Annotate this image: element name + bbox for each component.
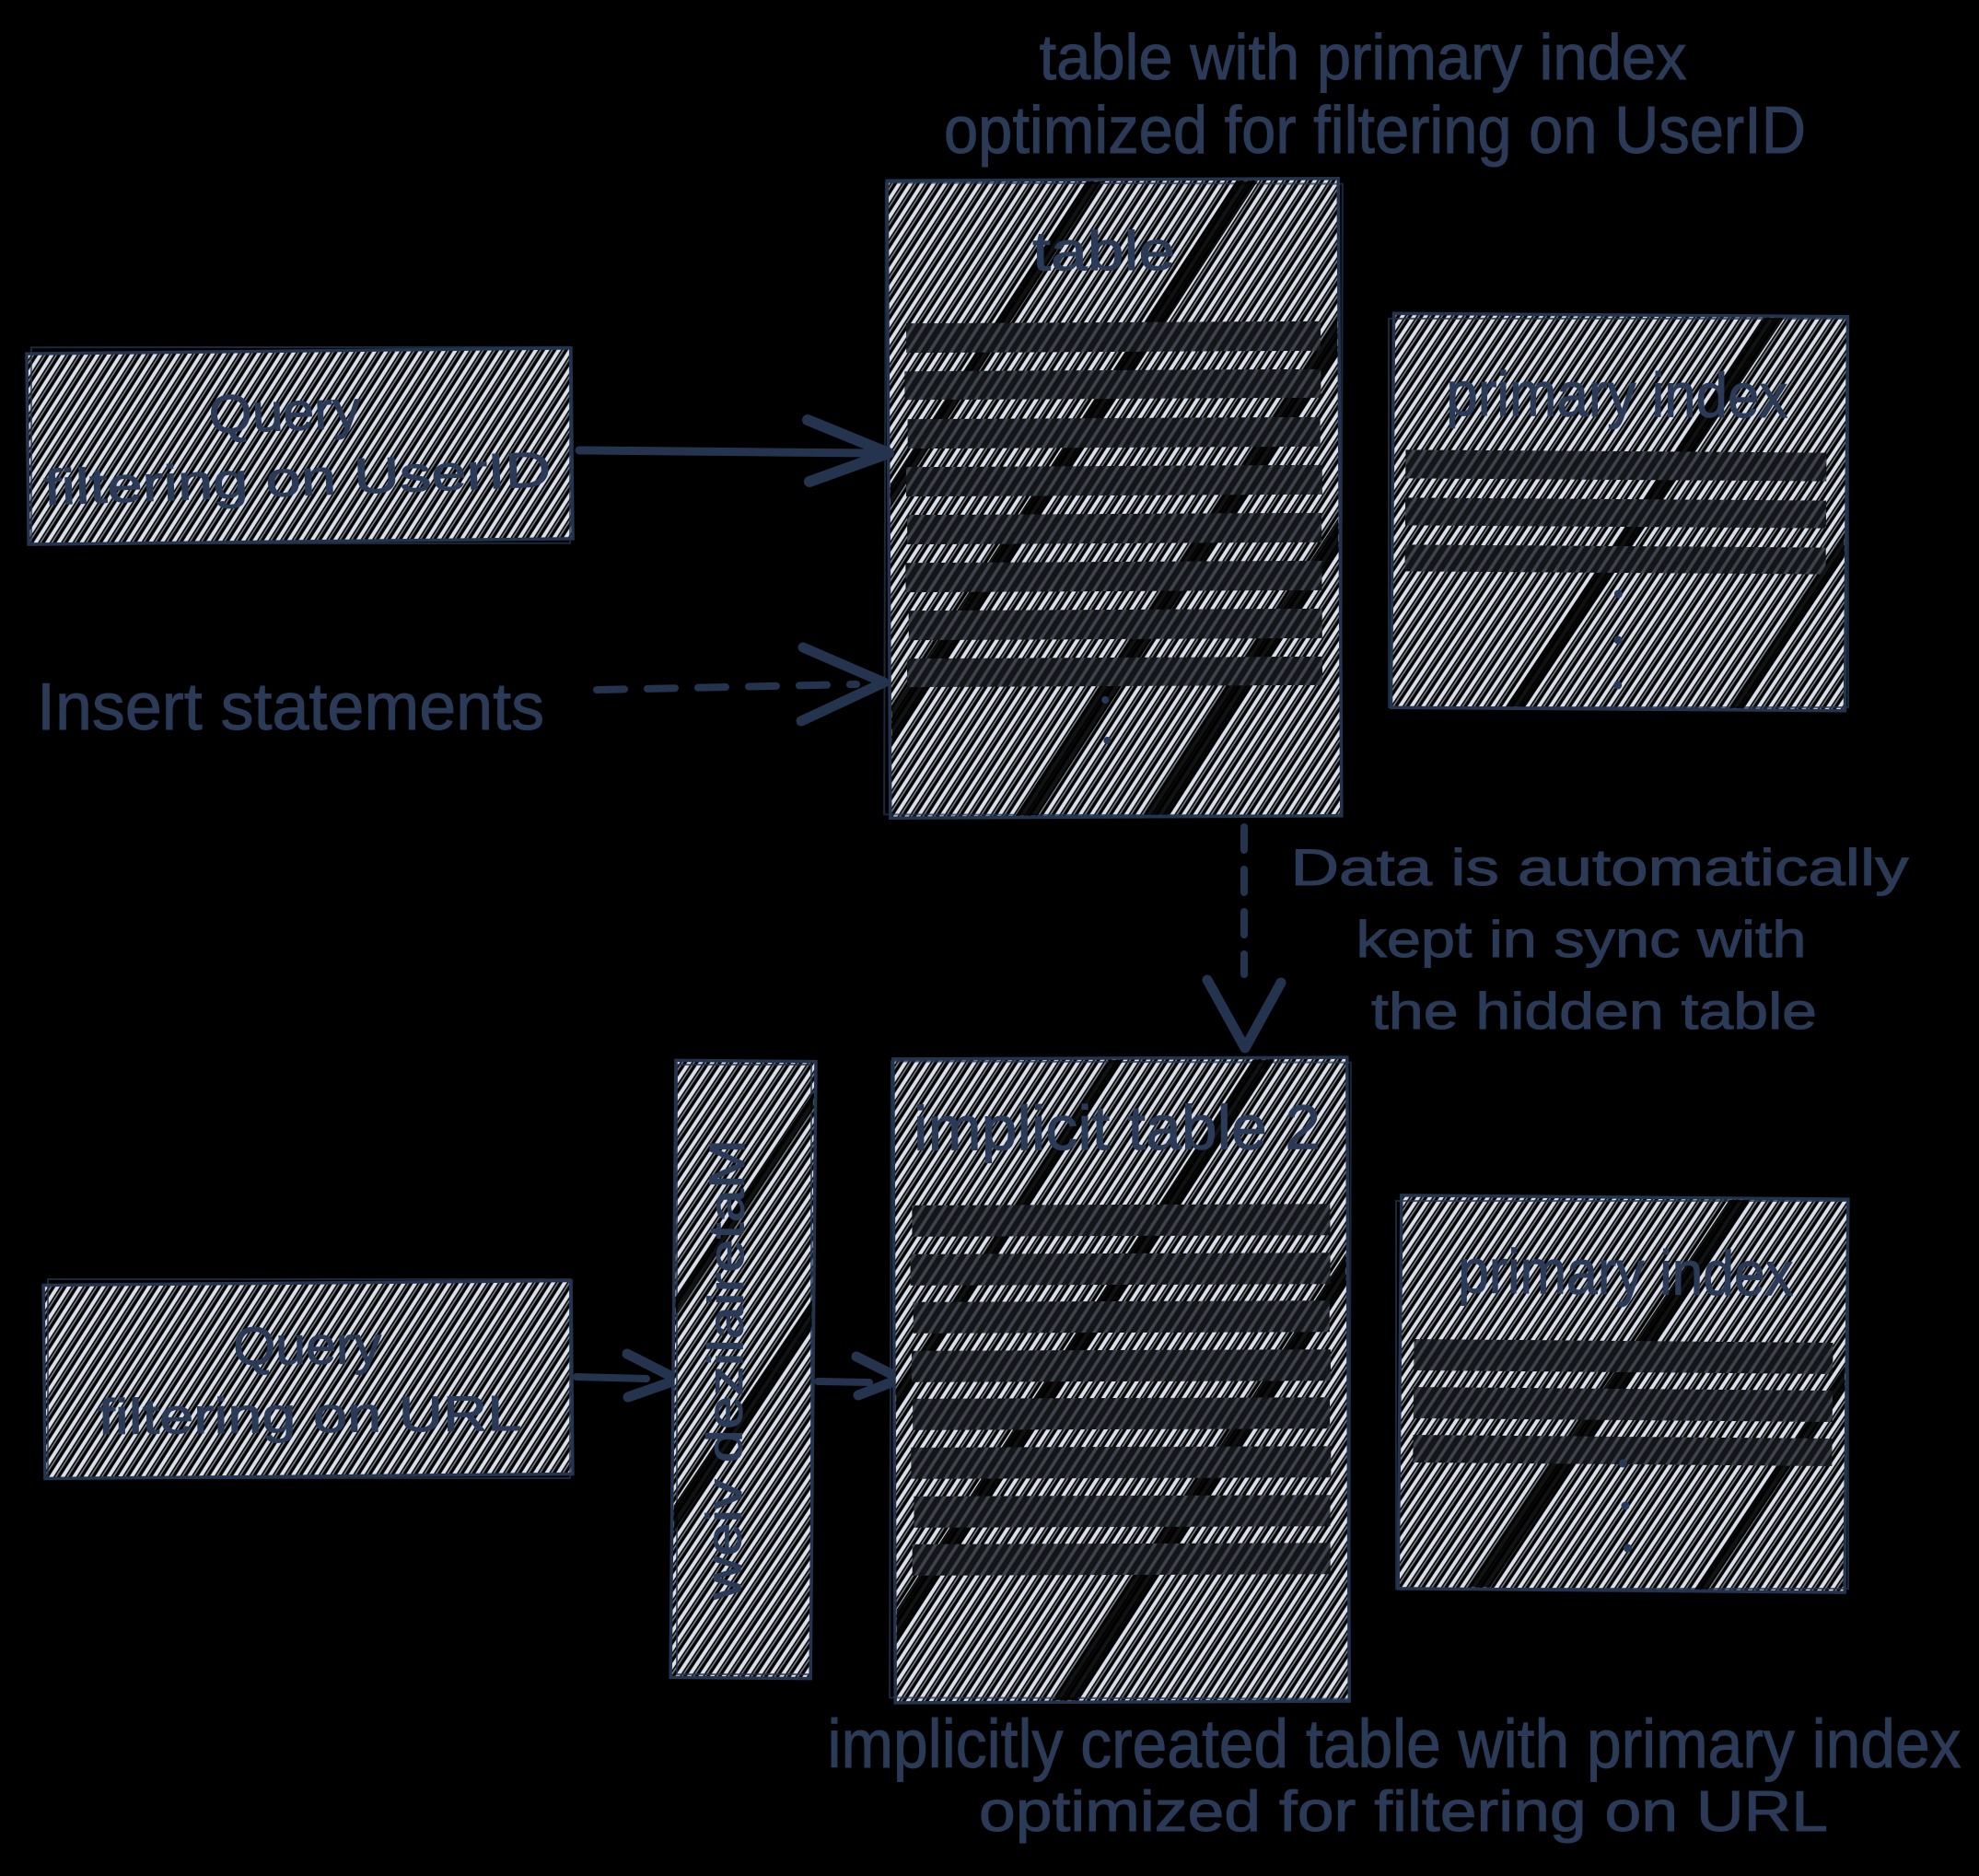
svg-text:primary index: primary index [1458, 1236, 1794, 1309]
svg-text:kept in sync with: kept in sync with [1356, 910, 1807, 968]
svg-text:Data is automatically: Data is automatically [1291, 838, 1909, 896]
svg-text:filtering on URL: filtering on URL [98, 1386, 522, 1445]
svg-text:optimized for filtering on URL: optimized for filtering on URL [979, 1780, 1828, 1844]
svg-text:weiv dezilairetaM: weiv dezilairetaM [696, 1139, 755, 1602]
svg-text:table: table [1032, 220, 1175, 283]
svg-text:primary index: primary index [1446, 359, 1788, 432]
svg-text:the hidden table: the hidden table [1371, 982, 1817, 1040]
svg-text:Query: Query [233, 1315, 382, 1376]
svg-text:Insert statements: Insert statements [37, 670, 544, 744]
svg-text:implicitly created table with: implicitly created table with primary in… [828, 1706, 1962, 1782]
svg-text:table with primary index: table with primary index [1040, 21, 1687, 93]
svg-text:optimized for filtering on Use: optimized for filtering on UserID [944, 94, 1806, 168]
svg-text:implicit table 2: implicit table 2 [914, 1092, 1321, 1164]
svg-text:Query: Query [207, 379, 361, 445]
